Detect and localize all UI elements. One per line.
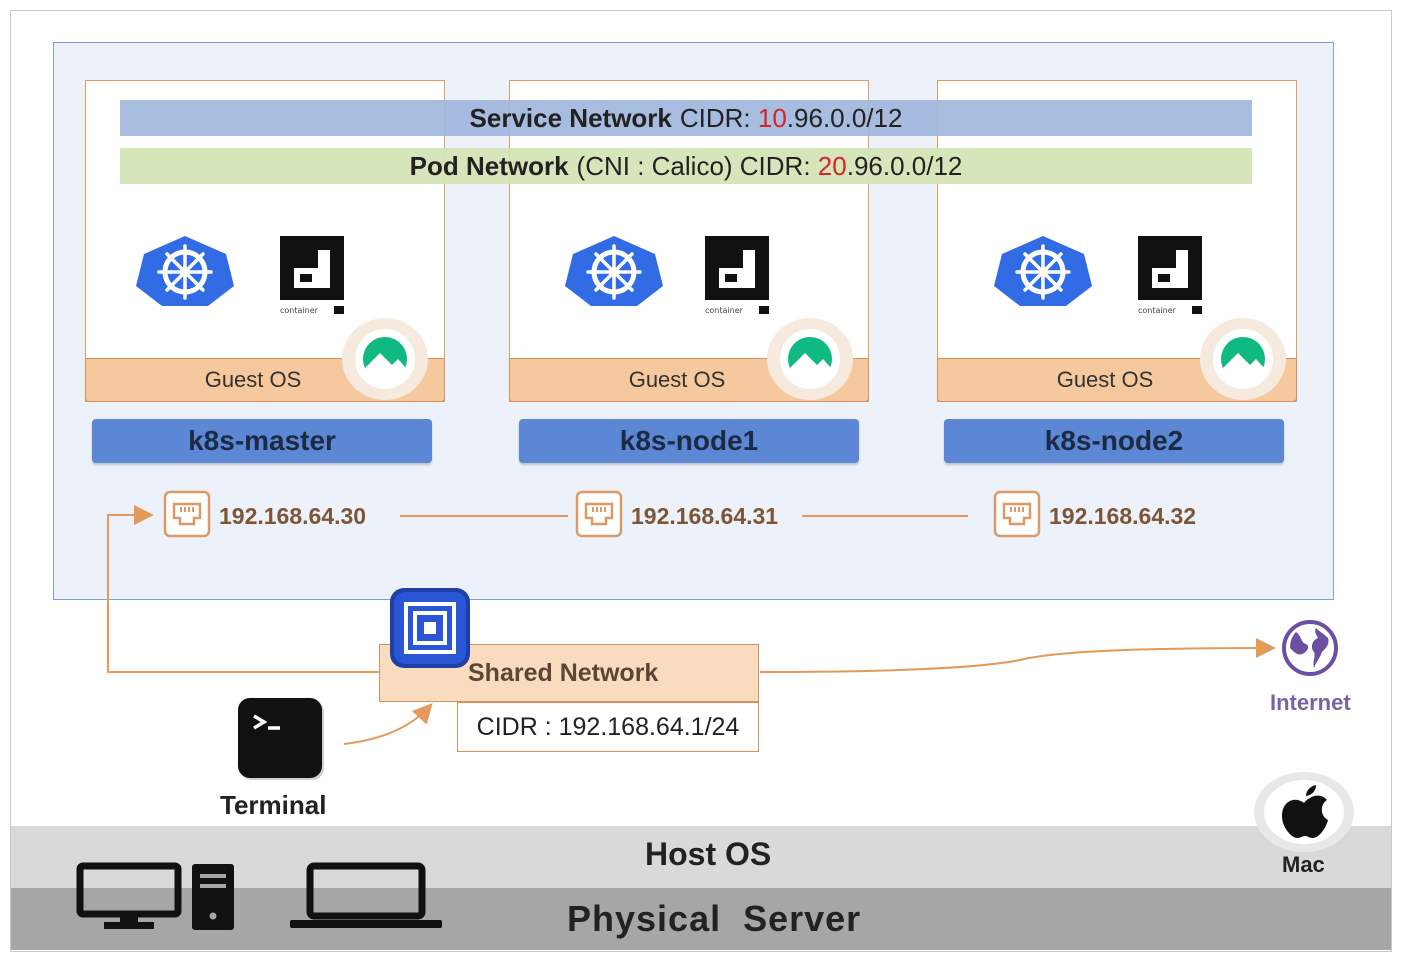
pod-network-cidr-rest: .96.0.0/12	[846, 150, 963, 181]
containerd-icon: container	[280, 236, 344, 315]
service-network-cidr-label: CIDR:	[679, 102, 758, 133]
internet-label: Internet	[1270, 690, 1351, 715]
mac-label: Mac	[1282, 852, 1325, 877]
desktop-icon	[76, 862, 234, 930]
shared-network-cidr: CIDR : 192.168.64.1/24	[476, 712, 740, 741]
service-network-cidr-prefix: 10	[757, 102, 787, 133]
kubernetes-icon	[136, 236, 234, 306]
kubernetes-icon	[565, 236, 663, 306]
pod-network-cidr-prefix: 20	[817, 150, 847, 181]
shared-network-cidr-box: CIDR : 192.168.64.1/24	[457, 702, 759, 752]
host-os-band	[11, 826, 1391, 888]
service-network-name: Service Network	[469, 102, 672, 133]
service-network-band: Service Network CIDR: 10 .96.0.0/12	[120, 100, 1252, 136]
ethernet-port-icon	[575, 490, 623, 538]
physical-server-band	[11, 888, 1391, 950]
ip-address-master: 192.168.64.30	[219, 503, 367, 529]
globe-icon	[1282, 620, 1338, 676]
terminal-icon	[238, 698, 324, 780]
physical-server-label: Physical Server	[567, 898, 862, 939]
svg-text:container: container	[1138, 306, 1177, 315]
diagram-frame	[10, 10, 1392, 952]
node-label-node2: k8s-node2	[944, 419, 1284, 463]
containerd-icon: container	[1138, 236, 1202, 315]
ip-address-node2: 192.168.64.32	[1049, 503, 1197, 529]
multipass-icon	[390, 588, 470, 668]
rocky-linux-icon	[1200, 318, 1286, 400]
laptop-icon	[290, 862, 442, 928]
guest-os-label: Guest OS	[1056, 367, 1154, 392]
apple-icon	[1254, 772, 1354, 852]
rocky-linux-icon	[342, 318, 428, 400]
node-label-node1: k8s-node1	[519, 419, 859, 463]
pod-network-band: Pod Network (CNI : Calico) CIDR: 20 .96.…	[120, 148, 1252, 184]
guest-os-label: Guest OS	[204, 367, 302, 392]
containerd-icon: container	[705, 236, 769, 315]
rocky-linux-icon	[767, 318, 853, 400]
pod-network-name: Pod Network	[409, 150, 569, 181]
terminal-label: Terminal	[220, 790, 327, 820]
node-label-master: k8s-master	[92, 419, 432, 463]
svg-text:container: container	[705, 306, 744, 315]
ip-address-node1: 192.168.64.31	[631, 503, 779, 529]
service-network-cidr-rest: .96.0.0/12	[786, 102, 903, 133]
shared-network-label: Shared Network	[468, 658, 659, 687]
kubernetes-icon	[994, 236, 1092, 306]
ethernet-port-icon	[163, 490, 211, 538]
guest-os-label: Guest OS	[628, 367, 726, 392]
pod-network-detail: (CNI : Calico) CIDR:	[576, 150, 818, 181]
ethernet-port-icon	[993, 490, 1041, 538]
host-os-label: Host OS	[645, 836, 772, 872]
svg-text:container: container	[280, 306, 319, 315]
